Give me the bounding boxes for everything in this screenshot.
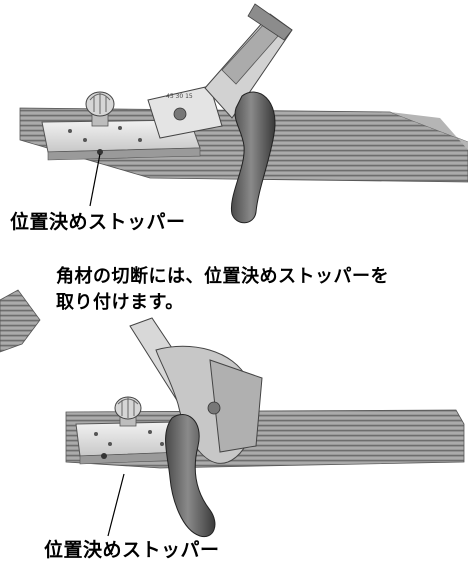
left-board-fragment	[0, 289, 41, 353]
bottom-callout-line	[107, 473, 125, 537]
top-saw-body: 45 30 15	[147, 3, 293, 139]
bottom-stopper-label: 位置決めストッパー	[44, 539, 220, 561]
top-handle-grip	[230, 91, 276, 224]
top-saw-illustration: 45 30 15	[19, 3, 468, 224]
top-front-knob	[85, 91, 115, 127]
svg-text:45 30 15: 45 30 15	[166, 93, 193, 100]
instruction-line-1: 角材の切断には、位置決めストッパーを	[56, 266, 389, 287]
bottom-saw-body	[129, 317, 263, 464]
top-callout-line	[89, 153, 101, 207]
bottom-front-knob	[114, 396, 142, 427]
instruction-line-2: 取り付けます。	[56, 292, 184, 313]
bottom-saw-illustration	[65, 317, 465, 538]
bottom-base-plate	[75, 421, 187, 465]
top-stopper-label: 位置決めストッパー	[10, 211, 186, 233]
bottom-handle-grip	[165, 414, 216, 538]
instruction-text: 角材の切断には、位置決めストッパーを 取り付けます。	[56, 264, 389, 316]
